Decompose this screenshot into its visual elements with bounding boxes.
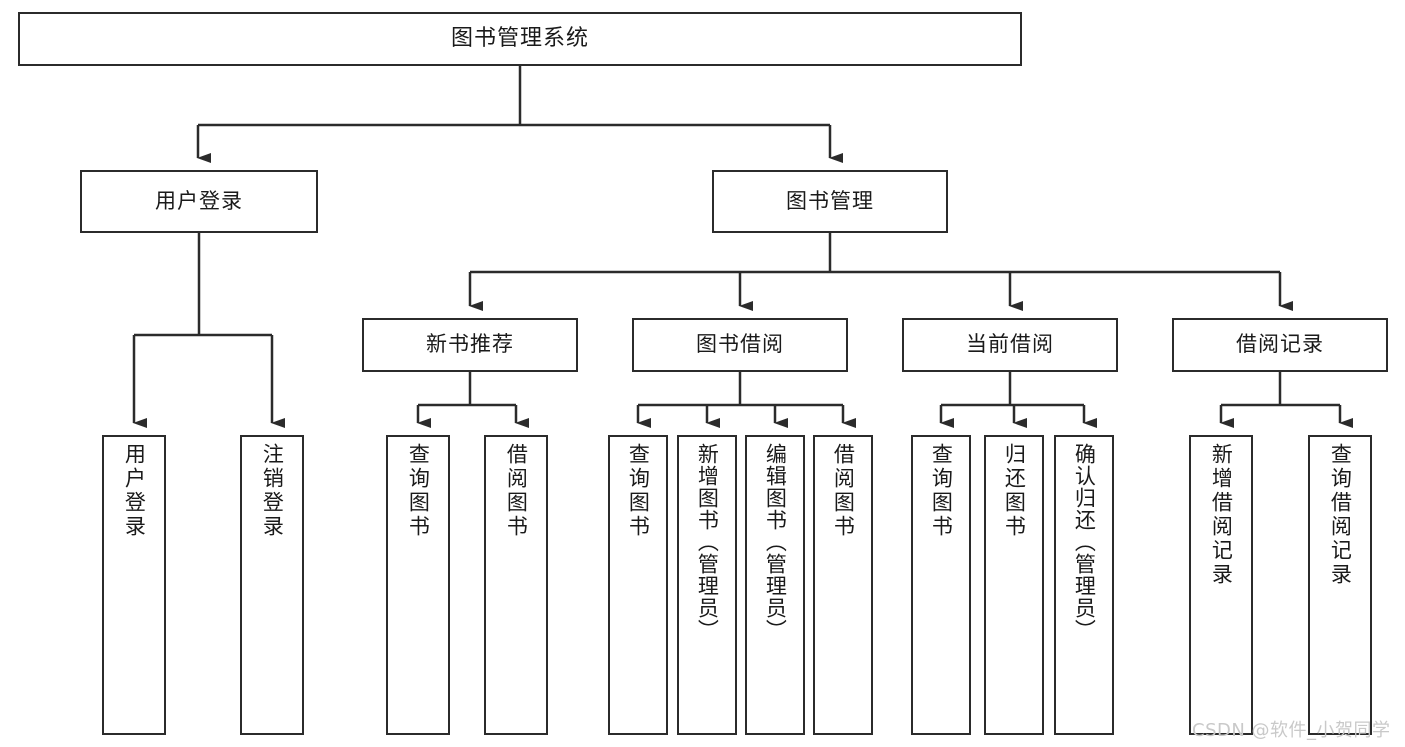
node-borrow-record[interactable]: 借阅记录 [1172,318,1388,372]
node-leaf-return-book[interactable]: 归还图书 [984,435,1044,735]
node-leaf-add-record-label: 新增借阅记录 [1209,443,1234,587]
node-book-manage-label: 图书管理 [786,188,874,213]
node-leaf-query-book-current-label: 查询图书 [929,443,954,539]
node-leaf-confirm-return-label: 确认归还（管理员） [1072,443,1097,641]
node-root-label: 图书管理系统 [450,25,589,51]
node-leaf-add-record[interactable]: 新增借阅记录 [1189,435,1253,735]
node-leaf-query-book-rec-label: 查询图书 [406,443,431,539]
node-leaf-borrow-book-rec[interactable]: 借阅图书 [484,435,548,735]
node-leaf-query-book-borrow-label: 查询图书 [626,443,651,539]
node-leaf-edit-book-label: 编辑图书（管理员） [763,443,788,641]
node-leaf-return-book-label: 归还图书 [1002,443,1027,539]
node-root[interactable]: 图书管理系统 [18,12,1022,66]
node-new-book-rec-label: 新书推荐 [426,332,514,357]
node-current-borrow[interactable]: 当前借阅 [902,318,1118,372]
node-leaf-add-book[interactable]: 新增图书（管理员） [677,435,737,735]
node-leaf-query-record-label: 查询借阅记录 [1328,443,1353,587]
node-leaf-user-logout[interactable]: 注销登录 [240,435,304,735]
node-leaf-borrow-book[interactable]: 借阅图书 [813,435,873,735]
node-user-login[interactable]: 用户登录 [80,170,318,233]
node-leaf-query-record[interactable]: 查询借阅记录 [1308,435,1372,735]
node-leaf-borrow-book-rec-label: 借阅图书 [504,443,529,539]
node-leaf-confirm-return[interactable]: 确认归还（管理员） [1054,435,1114,735]
node-new-book-rec[interactable]: 新书推荐 [362,318,578,372]
node-leaf-query-book-rec[interactable]: 查询图书 [386,435,450,735]
node-leaf-edit-book[interactable]: 编辑图书（管理员） [745,435,805,735]
node-current-borrow-label: 当前借阅 [966,332,1054,357]
node-book-manage[interactable]: 图书管理 [712,170,948,233]
node-leaf-borrow-book-label: 借阅图书 [831,443,856,539]
node-leaf-user-login-label: 用户登录 [122,443,147,539]
node-leaf-query-book-borrow[interactable]: 查询图书 [608,435,668,735]
node-leaf-user-login[interactable]: 用户登录 [102,435,166,735]
node-leaf-add-book-label: 新增图书（管理员） [695,443,720,641]
node-book-borrow[interactable]: 图书借阅 [632,318,848,372]
node-book-borrow-label: 图书借阅 [696,332,784,357]
node-user-login-label: 用户登录 [155,188,243,213]
node-leaf-query-book-current[interactable]: 查询图书 [911,435,971,735]
node-borrow-record-label: 借阅记录 [1236,332,1324,357]
node-leaf-user-logout-label: 注销登录 [260,443,285,539]
